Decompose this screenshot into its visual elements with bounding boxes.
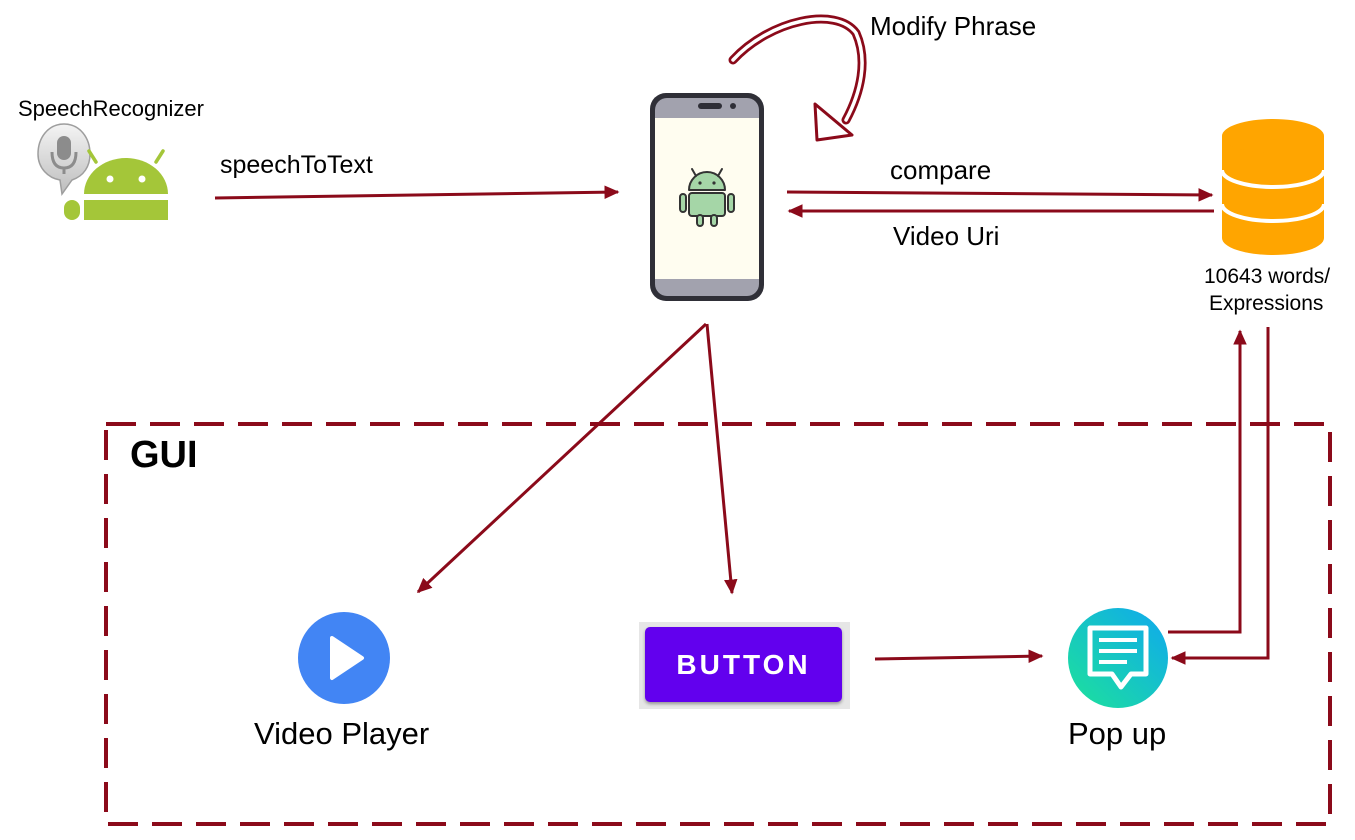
speech-recognizer-label: SpeechRecognizer [18,96,204,121]
database-to-popup-arrow [1170,327,1270,665]
message-bubble-icon [1068,608,1168,708]
modify-phrase-arrow [728,14,867,142]
speech-recognizer-icon [37,123,168,220]
button-to-popup-arrow [874,649,1044,663]
speech-to-text-label: speechToText [220,151,373,179]
play-icon [298,612,390,704]
phone-to-button-arrow [705,323,738,595]
video-uri-label: Video Uri [893,221,1000,251]
speech-to-text-arrow [214,185,620,200]
connector-arrows [214,185,1270,665]
modify-phrase-label: Modify Phrase [870,11,1037,41]
video-player-label: Video Player [254,716,430,751]
android-phone-icon [650,93,764,301]
gui-button[interactable]: BUTTON [645,627,842,702]
gui-title: GUI [130,434,198,476]
database-icon [1220,119,1326,255]
popup-to-database-arrow [1168,329,1247,634]
database-label-line1: 10643 words/ [1204,265,1331,288]
phone-to-video-player-arrow [416,322,708,594]
database-label-line2: Expressions [1209,292,1324,315]
popup-label: Pop up [1068,716,1167,751]
gui-region-box [104,422,1332,826]
compare-arrow [786,188,1214,202]
compare-label: compare [890,155,992,185]
button-widget-preview: BUTTON [639,622,850,709]
